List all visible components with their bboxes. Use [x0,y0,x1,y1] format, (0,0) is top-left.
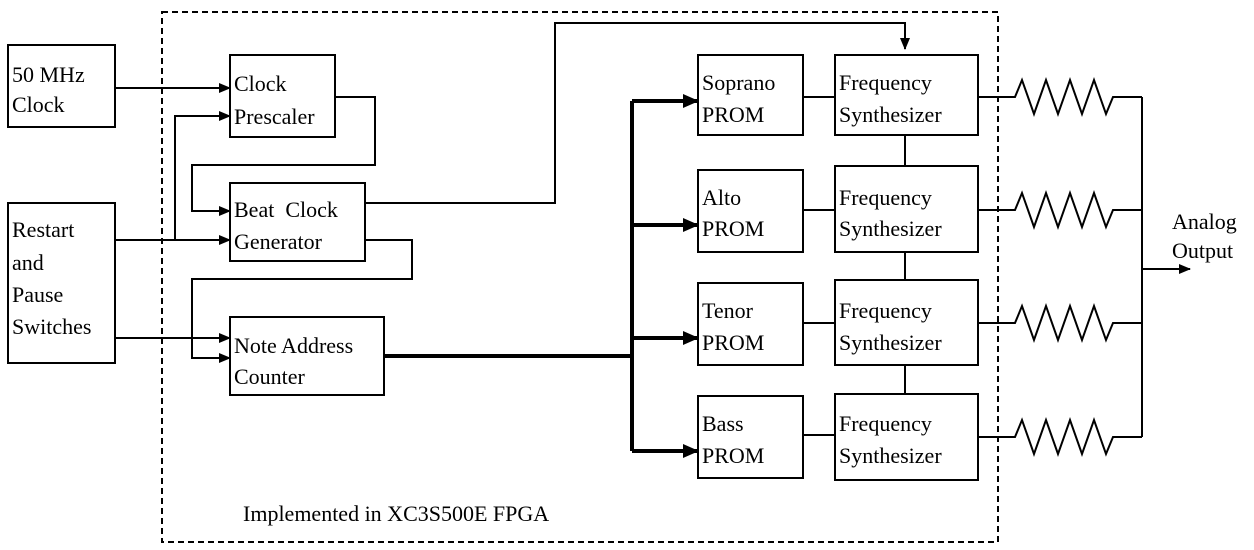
beat-clock-label-line2: Generator [234,229,323,254]
note-address-counter-block: Note Address Counter [229,316,385,396]
bass-synth-label-line1: Frequency [839,411,932,436]
prescaler-to-beat-clock-wire [191,96,376,216]
soprano-prom-block: Soprano PROM [697,54,804,136]
alto-synthesizer-block: Frequency Synthesizer [834,165,979,253]
clock-source-label-line1: 50 MHz [12,62,85,87]
tenor-synth-label-line1: Frequency [839,298,932,323]
beat-clock-to-synth-wire [365,22,910,204]
beat-clock-to-counter-wire [191,239,413,363]
soprano-synthesizer-block: Frequency Synthesizer [834,54,979,136]
analog-output-label-line2: Output [1172,238,1233,263]
fpga-label: Implemented in XC3S500E FPGA [243,501,549,526]
fpga-boundary [161,11,999,543]
switches-label-line3: Pause [12,282,63,307]
bass-resistor-icon [978,416,1142,458]
note-counter-label-line1: Note Address [234,333,353,358]
switches-label-line4: Switches [12,314,91,339]
note-counter-label-line2: Counter [234,364,306,389]
soprano-synth-label-line1: Frequency [839,70,932,95]
soprano-prom-label-line1: Soprano [702,70,775,95]
soprano-prom-label-line2: PROM [702,102,764,127]
clock-source-block: 50 MHz Clock [7,44,116,128]
switches-label-line2: and [12,250,44,275]
switches-label-line1: Restart [12,217,74,242]
tenor-synth-label-line2: Synthesizer [839,330,942,355]
bass-synth-label-line2: Synthesizer [839,443,942,468]
beat-clock-label-line1: Beat Clock [234,197,338,222]
bass-synthesizer-block: Frequency Synthesizer [834,393,979,481]
switches-block: Restart and Pause Switches [7,202,116,364]
alto-prom-block: Alto PROM [697,169,804,253]
bass-prom-label-line2: PROM [702,443,764,468]
analog-output-label-line1: Analog [1172,209,1237,234]
tenor-prom-block: Tenor PROM [697,282,804,366]
bass-prom-label-line1: Bass [702,411,744,436]
beat-clock-generator-block: Beat Clock Generator [229,182,366,262]
alto-synth-label-line2: Synthesizer [839,216,942,241]
clock-prescaler-block: Clock Prescaler [229,54,336,138]
alto-synth-label-line1: Frequency [839,185,932,210]
clock-prescaler-label-line1: Clock [234,71,287,96]
soprano-resistor-icon [978,76,1142,118]
clock-source-label-line2: Clock [12,92,65,117]
tenor-prom-label-line2: PROM [702,330,764,355]
bass-prom-block: Bass PROM [697,395,804,479]
soprano-synth-label-line2: Synthesizer [839,102,942,127]
alto-resistor-icon [978,189,1142,231]
tenor-resistor-icon [978,302,1142,344]
alto-prom-label-line1: Alto [702,185,741,210]
tenor-synthesizer-block: Frequency Synthesizer [834,279,979,366]
alto-prom-label-line2: PROM [702,216,764,241]
switches-to-prescaler-wire [174,111,231,240]
tenor-prom-label-line1: Tenor [702,298,754,323]
clock-prescaler-label-line2: Prescaler [234,104,315,129]
